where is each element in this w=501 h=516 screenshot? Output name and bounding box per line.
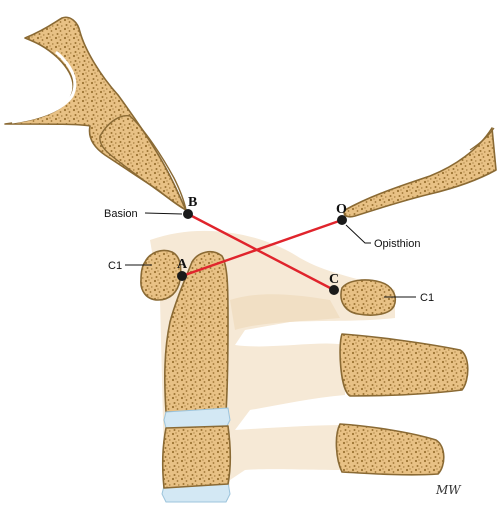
point-o-marker xyxy=(337,215,347,225)
label-opisthion: Opisthion xyxy=(374,238,420,250)
measurement-lines xyxy=(181,212,343,292)
c2-vertebra xyxy=(164,250,469,413)
point-a-letter: A xyxy=(177,257,188,272)
leader-lines xyxy=(125,212,416,298)
clivus-opisthion-line xyxy=(181,218,343,278)
c1-posterior-arch xyxy=(340,279,396,316)
label-c1-left: C1 xyxy=(108,260,122,272)
point-b-marker xyxy=(183,209,193,219)
point-a-marker xyxy=(177,271,187,281)
intervertebral-discs xyxy=(161,407,231,503)
point-c-marker xyxy=(329,285,339,295)
point-o-letter: O xyxy=(336,202,347,217)
posterior-occipital-bone xyxy=(343,127,497,218)
label-c1-right: C1 xyxy=(420,292,434,304)
c1-anterior-arch xyxy=(140,249,182,301)
landmark-points xyxy=(177,209,347,295)
c3-vertebra xyxy=(161,423,445,489)
occipital-bone xyxy=(4,16,188,212)
point-c-letter: C xyxy=(329,272,339,287)
label-basion: Basion xyxy=(104,208,138,220)
basion-c1-line xyxy=(187,212,335,292)
point-b-letter: B xyxy=(188,195,197,210)
artist-signature: MW xyxy=(435,483,462,497)
